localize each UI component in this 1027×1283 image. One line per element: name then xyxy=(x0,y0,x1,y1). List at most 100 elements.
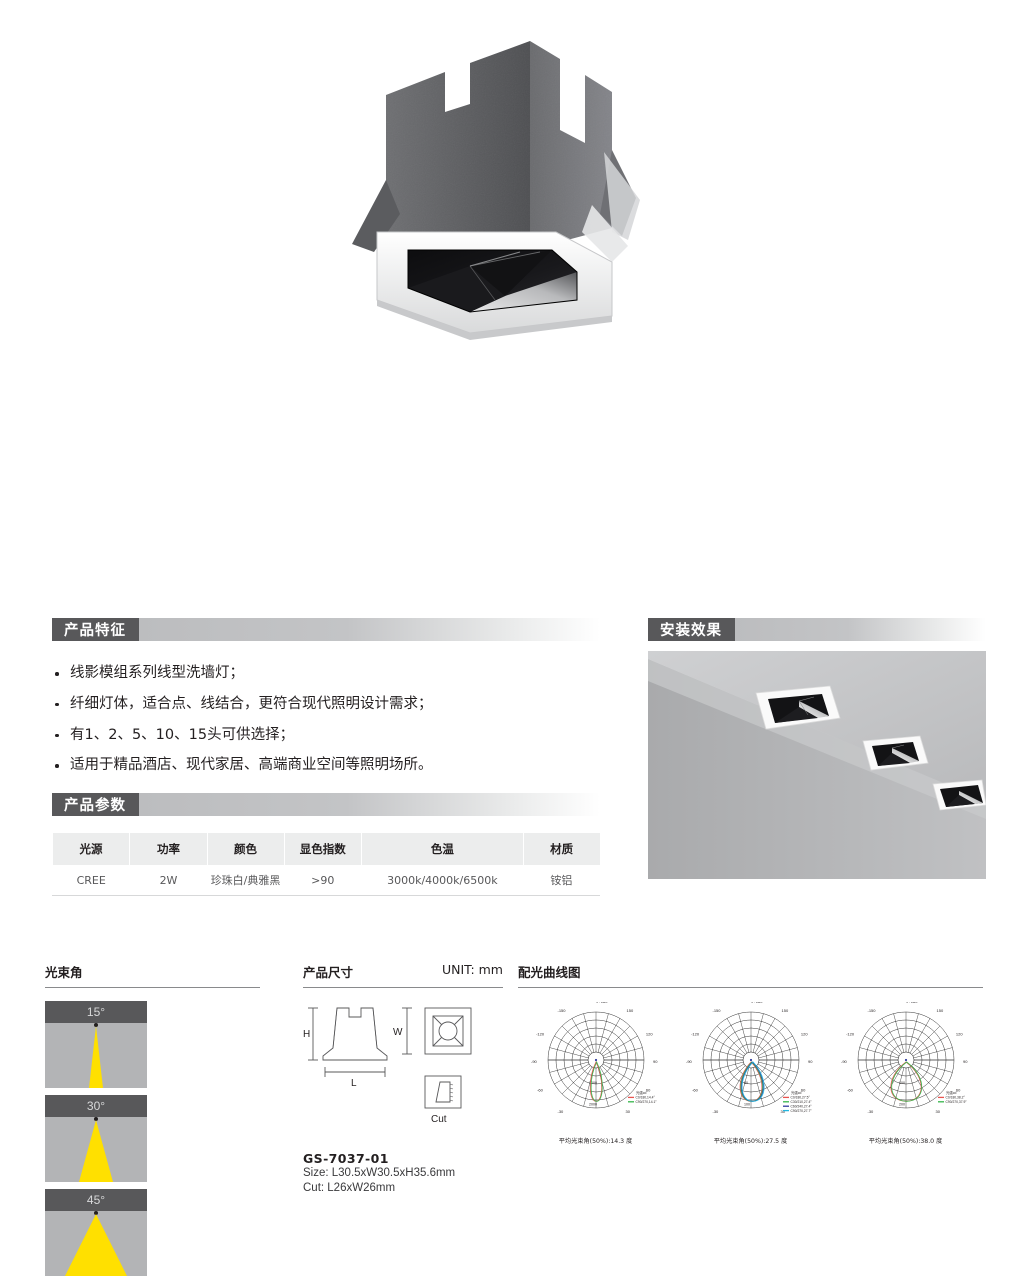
cell-cct: 3000k/4000k/6500k xyxy=(361,865,524,896)
feature-item: 适用于精品酒店、现代家居、高端商业空间等照明场所。 xyxy=(52,755,600,777)
installation-header: 安装效果 xyxy=(648,618,986,641)
legend-label: C0/180,38.2° xyxy=(945,1096,965,1100)
cell-power: 2W xyxy=(129,865,208,896)
beam-angle-title: 光束角 xyxy=(45,965,83,980)
polar-axis-label: -90 xyxy=(686,1059,693,1064)
polar-axis-label: -120 xyxy=(536,1032,545,1037)
polar-axis-label: 150 xyxy=(626,1008,633,1013)
polar-axis-label: -30 xyxy=(712,1109,719,1114)
polar-plot: -/+180150-150120-12090-9060-6030-3010020… xyxy=(841,999,968,1114)
polar-curve xyxy=(590,1061,603,1102)
polar-axis-label: -/+180 xyxy=(596,1002,608,1004)
polar-axis-label: -150 xyxy=(557,1008,566,1013)
table-header-row: 光源 功率 颜色 显色指数 色温 材质 xyxy=(52,832,600,865)
feature-item: 有1、2、5、10、15头可供选择； xyxy=(52,725,600,747)
polar-charts-row: -/+180 150 -150 120 -120 90 -90 60 -60 30 -30 1000 2… xyxy=(518,999,983,1145)
feature-item: 线影模组系列线型洗墙灯； xyxy=(52,663,600,685)
legend-title: 光强cd xyxy=(946,1090,956,1095)
polar-axis-label: -60 xyxy=(847,1088,854,1093)
polar-axis-label: 90 xyxy=(808,1059,813,1064)
polar-chart-2: -/+180150-150120-12090-9060-6030-3050100… xyxy=(673,999,828,1145)
polar-caption: 平均光束角(50%):27.5 度 xyxy=(713,1138,788,1145)
polar-axis-label: 30 xyxy=(935,1109,940,1114)
polar-radial-tick: 50 xyxy=(744,1081,748,1085)
parameters-header: 产品参数 xyxy=(52,793,600,816)
polar-axis-label: -90 xyxy=(841,1059,848,1064)
model-info: GS-7037-01 Size: L30.5xW30.5xH35.6mm Cut… xyxy=(303,1151,503,1196)
polar-axis-label: 30 xyxy=(625,1109,630,1114)
polar-axis-label: -/+180 xyxy=(906,1002,918,1004)
polar-plot: -/+180150-150120-12090-9060-6030-3010002… xyxy=(531,999,658,1114)
installation-photo xyxy=(648,651,986,879)
column-header-cri: 显色指数 xyxy=(283,832,363,865)
reflector-cavity xyxy=(407,249,578,313)
polar-caption: 平均光束角(50%):38.0 度 xyxy=(868,1138,943,1145)
beam-angle-label: 15° xyxy=(45,1001,147,1023)
column-header-light-source: 光源 xyxy=(52,832,131,865)
divider xyxy=(303,987,503,988)
column-header-cct: 色温 xyxy=(361,832,524,865)
polar-chart-3: -/+180150-150120-12090-9060-6030-3010020… xyxy=(828,999,983,1145)
beam-cone-30-icon xyxy=(79,1117,113,1182)
polar-radial-tick: 2000 xyxy=(589,1103,597,1107)
polar-axis-label: 120 xyxy=(645,1032,652,1037)
beam-cell-15: 15° xyxy=(45,1001,147,1088)
legend-label: C90/270,27.7° xyxy=(790,1109,812,1113)
header-gradient-bar xyxy=(139,618,600,641)
polar-axis-label: 150 xyxy=(781,1008,788,1013)
features-section: 产品特征 线影模组系列线型洗墙灯； 纤细灯体，适合点、线结合，更符合现代照明设计… xyxy=(52,618,600,786)
polar-legend: 光强cdC0/180,27.5°C30/210,27.4°C60/240,27.… xyxy=(782,1090,812,1113)
polar-axis-label: 120 xyxy=(800,1032,807,1037)
dimension-drawing: H L W Cut xyxy=(303,1007,472,1125)
feature-item: 纤细灯体，适合点、线结合，更符合现代照明设计需求； xyxy=(52,694,600,716)
polar-axis-label: 90 xyxy=(653,1059,658,1064)
polar-axis-label: -30 xyxy=(557,1109,564,1114)
legend-title: 光强cd xyxy=(636,1090,646,1095)
cell-color: 珍珠白/典雅黑 xyxy=(206,865,285,896)
model-size: Size: L30.5xW30.5xH35.6mm xyxy=(303,1167,456,1179)
model-cut: Cut: L26xW26mm xyxy=(303,1182,396,1195)
polar-axis-label: 60 xyxy=(800,1088,805,1093)
beam-cell-45: 45° xyxy=(45,1189,147,1276)
polar-axis-label: 60 xyxy=(645,1088,650,1093)
dimensions-title-text: 产品尺寸 xyxy=(303,965,354,980)
recessed-fixture xyxy=(862,735,929,771)
legend-label: C30/210,27.4° xyxy=(790,1100,812,1104)
legend-label: C90/270,14.1° xyxy=(635,1100,657,1104)
polar-plot: -/+180150-150120-12090-9060-6030-3050100… xyxy=(686,999,813,1114)
beam-cell-30: 30° xyxy=(45,1095,147,1182)
legend-label: C0/180,27.5° xyxy=(790,1096,810,1100)
cell-light-source: CREE xyxy=(51,865,131,896)
divider xyxy=(45,987,260,988)
polar-axis-label: 150 xyxy=(936,1008,943,1013)
heatsink-body xyxy=(352,41,640,262)
legend-label: C0/180,14.4° xyxy=(635,1096,655,1100)
polar-axis-label: -120 xyxy=(691,1032,700,1037)
polar-axis-label: -60 xyxy=(692,1088,699,1093)
polar-axis-label: 30 xyxy=(780,1109,785,1114)
beam-angle-section: 光束角 15° 30° 45° xyxy=(45,962,260,1283)
polar-axis-label: -120 xyxy=(846,1032,855,1037)
polar-axis-label: -90 xyxy=(531,1059,538,1064)
polar-radial-tick: 200 xyxy=(899,1103,905,1107)
divider xyxy=(518,987,983,988)
dimensions-title: 产品尺寸 UNIT: mm xyxy=(303,962,503,981)
installation-section: 安装效果 xyxy=(648,618,986,879)
polar-curve xyxy=(741,1061,765,1102)
features-header: 产品特征 xyxy=(52,618,600,641)
header-gradient-bar xyxy=(139,793,600,816)
polar-radial-tick: 100 xyxy=(899,1081,905,1085)
beam-angle-label: 30° xyxy=(45,1095,147,1117)
parameters-title: 产品参数 xyxy=(52,793,139,816)
polar-radial-tick: 1000 xyxy=(589,1081,597,1085)
product-hero-image xyxy=(0,0,1027,590)
table-row: CREE 2W 珍珠白/典雅黑 >90 3000k/4000k/6500k 铵铝 xyxy=(51,865,601,896)
polar-axis-label: 120 xyxy=(955,1032,962,1037)
polar-chart-1: -/+180150-150120-12090-9060-6030-3010002… xyxy=(518,999,673,1145)
photometric-title: 配光曲线图 xyxy=(518,965,581,980)
polar-radial-tick: 100 xyxy=(744,1103,750,1107)
dimensions-section: 产品尺寸 UNIT: mm xyxy=(303,962,503,1196)
column-header-material: 材质 xyxy=(522,832,600,865)
cell-material: 铵铝 xyxy=(522,865,601,896)
